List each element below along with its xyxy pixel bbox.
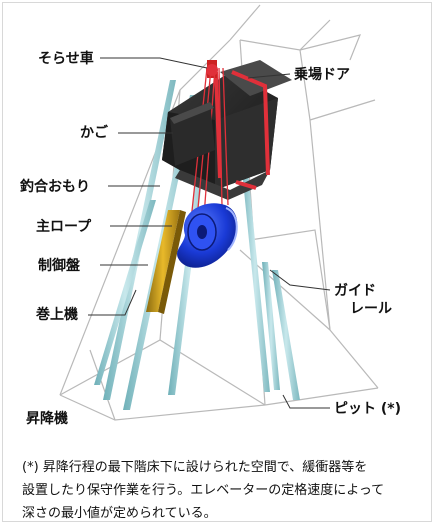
label-car: かご: [80, 125, 108, 141]
label-deflector-sheave: そらせ車: [38, 51, 94, 67]
label-guide-rail-line2: レール: [350, 301, 392, 317]
label-counterweight: 釣合おもり: [20, 179, 90, 195]
footnote-line-1: (*) 昇降行程の最下階床下に設けられた空間で、緩衝器等を: [22, 460, 368, 475]
footnote-line-2: 設置したり保守作業を行う。エレベーターの定格速度によって: [22, 483, 385, 498]
hoist-machine: [177, 203, 238, 268]
counterweight: [170, 102, 215, 166]
footnote: (*) 昇降行程の最下階床下に設けられた空間で、緩衝器等を 設置したり保守作業を…: [22, 456, 422, 525]
label-guide-rail-line1: ガイド: [334, 283, 376, 299]
control-panel: [146, 210, 186, 314]
figure-frame: [2, 2, 432, 522]
label-main-rope: 主ロープ: [36, 219, 92, 235]
label-landing-door: 乗場ドア: [294, 67, 350, 83]
label-hoist-machine: 巻上機: [36, 307, 78, 323]
label-pit: ピット (*): [334, 401, 401, 417]
label-control-panel: 制御盤: [38, 258, 80, 274]
label-shaft: 昇降機: [26, 411, 68, 427]
leader-lines: [88, 57, 331, 409]
landing-door: [214, 70, 270, 190]
deflector-sheave: [206, 60, 218, 78]
footnote-line-3: 深さの最小値が定められている。: [22, 506, 217, 521]
